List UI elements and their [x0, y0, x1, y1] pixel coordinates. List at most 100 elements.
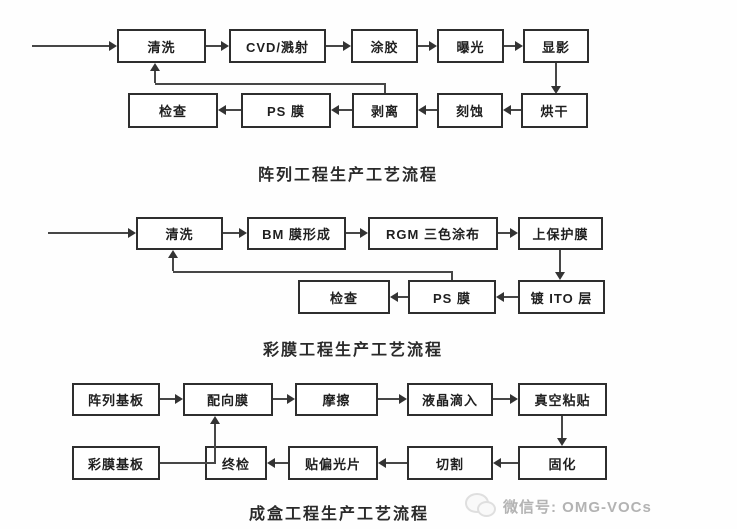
node-ps-film-cf: PS 膜: [408, 280, 496, 314]
node-cvd-sputtering: CVD/溅射: [229, 29, 326, 63]
flow-line: [226, 109, 241, 111]
node-label: PS 膜: [433, 290, 471, 306]
flow-line: [160, 462, 216, 464]
node-array-substrate: 阵列基板: [72, 383, 160, 416]
arrow-up-icon: [210, 416, 220, 424]
flow-line: [384, 84, 386, 93]
node-polarizer-attach: 贴偏光片: [288, 446, 378, 480]
flow-line: [451, 272, 453, 280]
arrow-left-icon: [378, 458, 386, 468]
wechat-watermark: 微信号: OMG-VOCs: [465, 493, 652, 520]
node-label: 检查: [329, 290, 358, 306]
flow-line: [206, 45, 221, 47]
flow-line: [426, 109, 437, 111]
chart-title-cell-assembly-process: 成盒工程生产工艺流程: [248, 506, 429, 523]
arrow-up-icon: [168, 250, 178, 258]
node-ps-film: PS 膜: [241, 93, 331, 128]
node-label: 配向膜: [206, 393, 249, 408]
arrow-right-icon: [287, 394, 295, 404]
node-label: 摩擦: [322, 393, 351, 408]
node-developing: 显影: [523, 29, 589, 63]
node-label: BM 膜形成: [262, 227, 331, 242]
chart-title-array-process: 阵列工程生产工艺流程: [257, 167, 438, 184]
node-label: 烘干: [540, 104, 569, 119]
flow-line: [214, 424, 216, 464]
flow-line: [273, 398, 287, 400]
flow-line: [326, 45, 343, 47]
arrow-left-icon: [390, 292, 398, 302]
arrow-left-icon: [503, 105, 511, 115]
arrow-left-icon: [418, 105, 426, 115]
arrow-right-icon: [343, 41, 351, 51]
node-label: 终检: [221, 456, 250, 472]
arrow-left-icon: [496, 292, 504, 302]
node-label: 曝光: [456, 39, 485, 55]
chart-title-color-filter-process: 彩膜工程生产工艺流程: [262, 342, 443, 359]
arrow-right-icon: [239, 228, 247, 238]
arrow-down-icon: [557, 438, 567, 446]
arrow-right-icon: [109, 41, 117, 51]
node-label: 切割: [435, 456, 464, 472]
node-resist-coating: 涂胶: [351, 29, 418, 63]
flow-line: [511, 109, 521, 111]
arrow-right-icon: [175, 394, 183, 404]
node-label: 清洗: [165, 227, 194, 242]
flow-line: [386, 462, 407, 464]
wechat-id-label: 微信号: OMG-VOCs: [503, 499, 652, 516]
arrow-right-icon: [128, 228, 136, 238]
arrow-right-icon: [429, 41, 437, 51]
wechat-icon: [465, 493, 496, 520]
node-label: 镀 ITO 层: [530, 290, 593, 306]
flow-line: [275, 462, 288, 464]
arrow-right-icon: [399, 394, 407, 404]
flow-line: [32, 45, 109, 47]
arrow-right-icon: [510, 394, 518, 404]
flow-line: [418, 45, 429, 47]
flow-line: [346, 232, 360, 234]
arrow-left-icon: [267, 458, 275, 468]
flow-line: [339, 109, 352, 111]
flow-line: [154, 70, 156, 83]
flow-line: [559, 250, 561, 272]
arrow-right-icon: [221, 41, 229, 51]
node-label: RGM 三色涂布: [386, 227, 480, 242]
node-label: 刻蚀: [455, 104, 484, 119]
node-label: 真空粘贴: [534, 393, 591, 408]
flow-line: [378, 398, 399, 400]
node-cutting: 切割: [407, 446, 493, 480]
flow-line: [493, 398, 510, 400]
flow-line: [504, 296, 518, 298]
node-label: 清洗: [147, 39, 176, 55]
arrow-right-icon: [515, 41, 523, 51]
arrow-down-icon: [551, 86, 561, 94]
arrow-right-icon: [360, 228, 368, 238]
node-label: 阵列基板: [87, 393, 144, 408]
arrow-right-icon: [510, 228, 518, 238]
arrow-down-icon: [555, 272, 565, 280]
node-vacuum-bonding: 真空粘贴: [518, 383, 607, 416]
flow-line: [501, 462, 518, 464]
node-label: 检查: [158, 104, 187, 119]
node-cleaning: 清洗: [117, 29, 206, 63]
node-rgb-tricolor-coating: RGM 三色涂布: [368, 217, 498, 250]
flow-line: [48, 232, 128, 234]
node-label: 液晶滴入: [421, 393, 478, 408]
node-alignment-film: 配向膜: [183, 383, 273, 416]
node-inspection-cf: 检查: [298, 280, 390, 314]
flow-line: [160, 398, 175, 400]
node-ito-plating: 镀 ITO 层: [518, 280, 605, 314]
node-rubbing: 摩擦: [295, 383, 378, 416]
node-exposure: 曝光: [437, 29, 504, 63]
arrow-left-icon: [493, 458, 501, 468]
node-label: 涂胶: [370, 39, 399, 55]
node-cf-substrate: 彩膜基板: [72, 446, 160, 480]
node-protective-film: 上保护膜: [518, 217, 603, 250]
node-label: 固化: [548, 456, 577, 472]
flow-line: [555, 63, 557, 86]
node-lc-dropping: 液晶滴入: [407, 383, 493, 416]
node-inspection: 检查: [128, 93, 218, 128]
flow-line: [223, 232, 239, 234]
flow-line: [155, 83, 386, 85]
node-label: 显影: [541, 39, 570, 55]
